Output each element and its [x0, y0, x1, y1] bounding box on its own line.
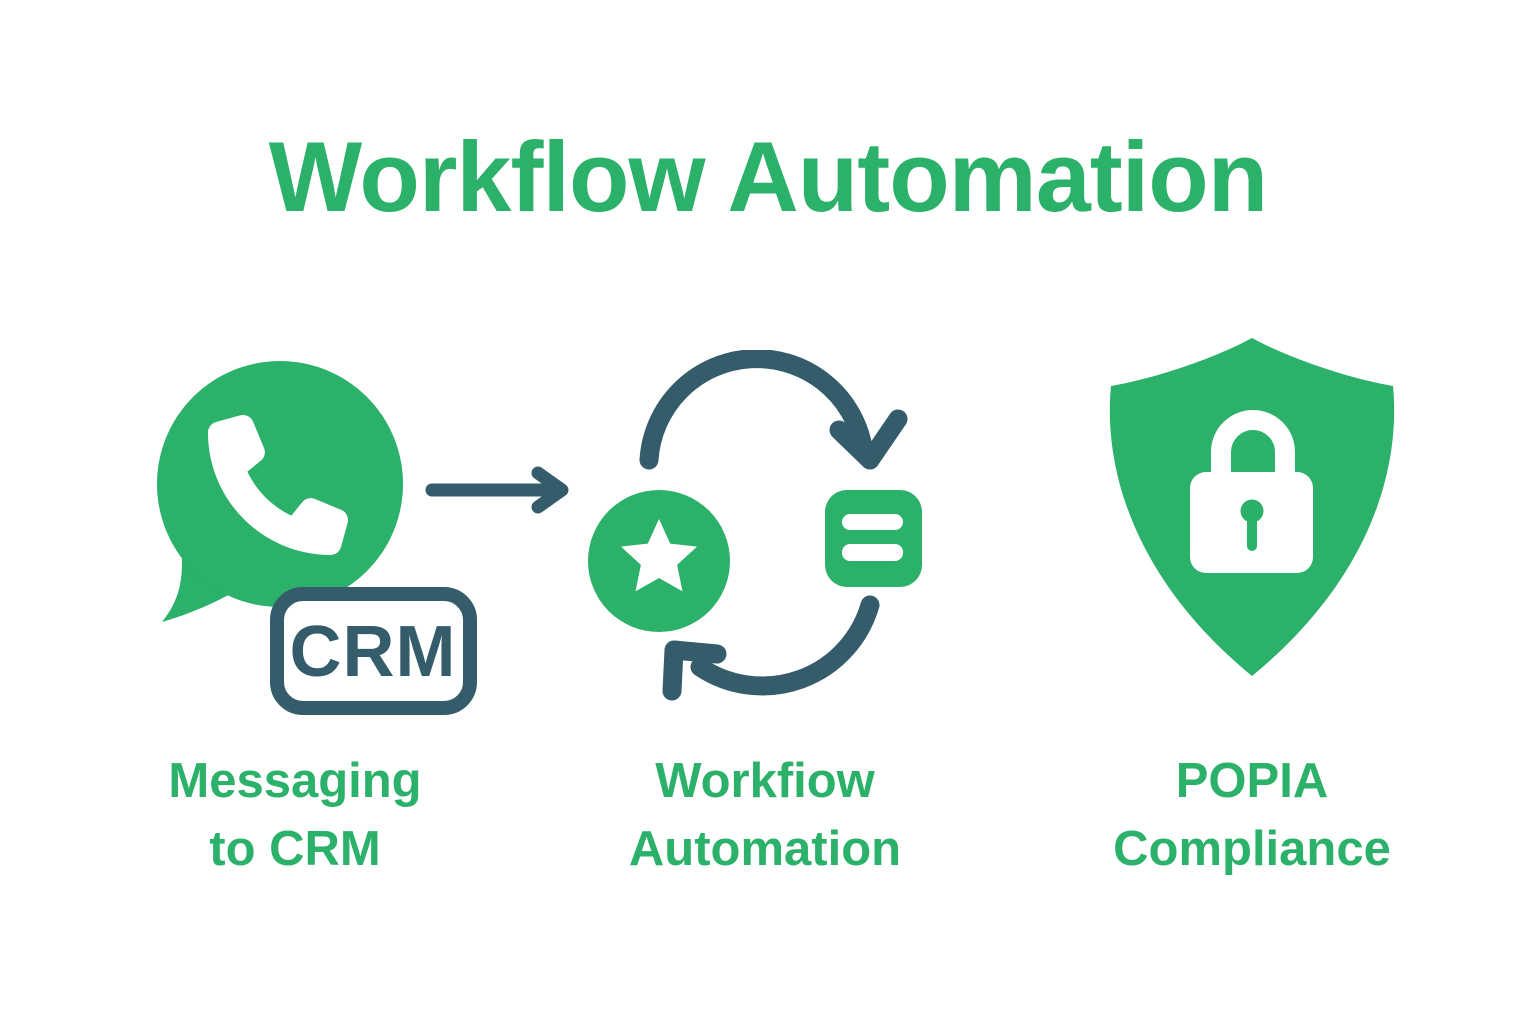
caption-messaging-to-crm: Messaging to CRM	[168, 754, 422, 876]
crm-badge-frame	[270, 587, 477, 715]
star-icon	[621, 519, 697, 592]
page-title: Workflow Automation	[268, 121, 1268, 232]
lock-icon	[1190, 410, 1313, 573]
star-circle-icon	[588, 490, 730, 632]
cycle-bottom-arrowhead	[662, 640, 727, 701]
document-icon	[825, 490, 922, 587]
cycle-top-arrowhead	[829, 409, 908, 470]
chat-bubble-circle	[157, 361, 403, 607]
cycle-top-arc	[639, 350, 873, 470]
arrow-head	[531, 466, 569, 514]
caption-workflow-automation: Workfiow Automation	[628, 754, 902, 876]
crm-badge: CRM	[270, 587, 477, 715]
document-background	[825, 490, 922, 587]
right-arrow-icon	[425, 466, 569, 514]
sync-arrows-star-document-icon	[588, 350, 922, 701]
sync-arrows-icon	[639, 350, 908, 701]
chat-bubble-icon	[157, 361, 403, 622]
document-line-1	[842, 514, 903, 530]
shield-lock-icon	[1109, 338, 1395, 676]
caption-popia-compliance: POPIA Compliance	[1113, 754, 1391, 876]
cycle-bottom-arc	[690, 595, 880, 696]
phone-handset-icon	[208, 414, 348, 555]
whatsapp-chat-bubble-phone-icon: CRM	[157, 361, 477, 715]
document-line-2	[842, 544, 903, 561]
crm-badge-label: CRM	[290, 612, 457, 692]
lock-shackle	[1211, 410, 1295, 482]
